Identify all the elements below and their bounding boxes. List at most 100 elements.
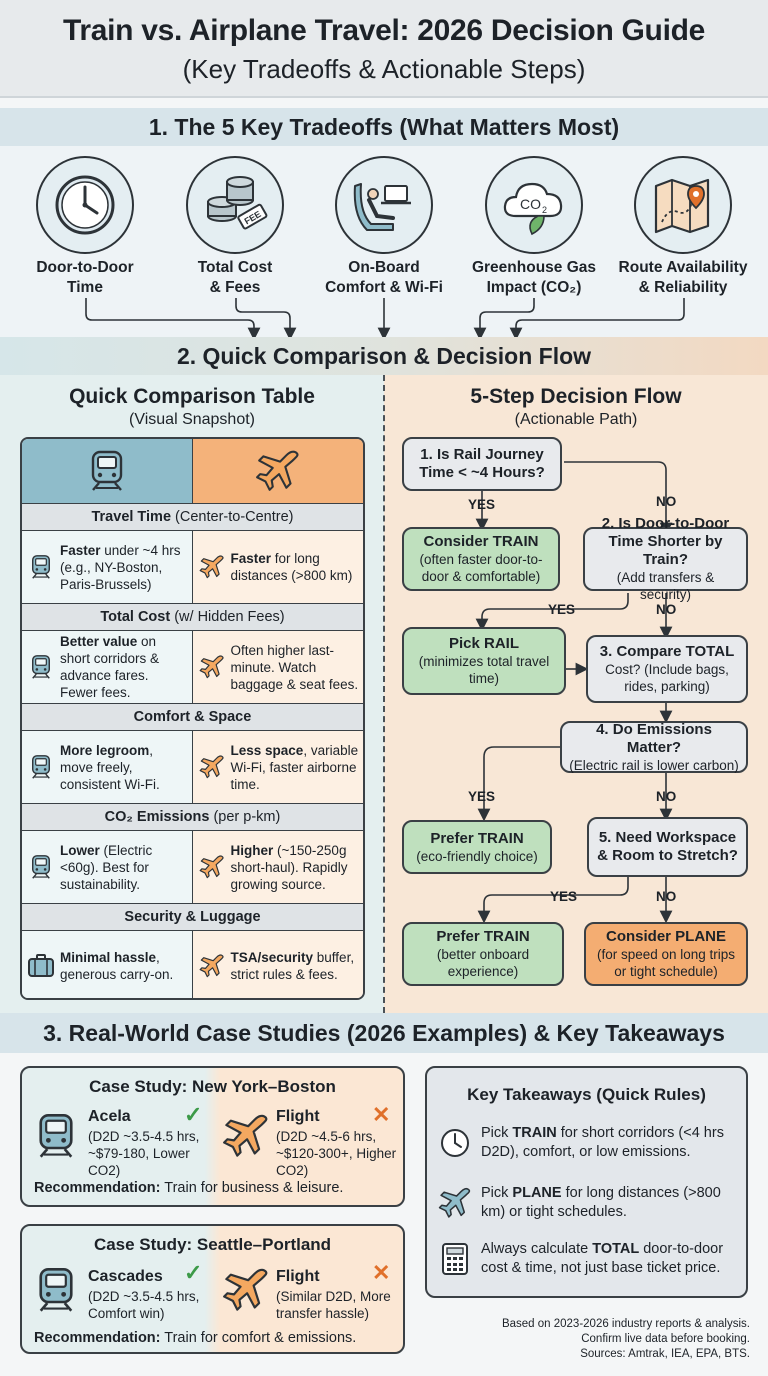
flow-no-label: NO [656, 789, 677, 804]
footnote-line: Sources: Amtrak, IEA, EPA, BTS. [580, 1348, 750, 1360]
plane-cell: Often higher last-minute. Watch baggage … [192, 631, 363, 703]
plane-cell: Less space, variable Wi-Fi, faster airbo… [192, 731, 363, 803]
flow-question-2: 2. Is Door-to-Door Time Shorter by Train… [583, 515, 748, 602]
cross-icon: ✕ [372, 1260, 391, 1285]
tradeoff-label: On-Board Comfort & Wi-Fi [325, 259, 443, 296]
row-heading-travel-time: Travel Time (Center-to-Centre) [22, 503, 363, 531]
plane-header [192, 439, 363, 503]
takeaway-item: Always calculate TOTAL door-to-door cost… [437, 1240, 742, 1278]
flow-no-label: NO [656, 494, 677, 509]
flow-no-label: NO [656, 889, 677, 904]
train-icon [29, 854, 53, 880]
case-study-ny-boston: Case Study: New York–Boston Acela ✓ (D2D… [20, 1066, 405, 1207]
plane-icon [199, 554, 225, 580]
table-subtitle: (Visual Snapshot) [129, 411, 255, 428]
section2-heading: 2. Quick Comparison & Decision Flow [0, 337, 768, 375]
takeaway-item: Pick PLANE for long distances (>800 km) … [437, 1184, 742, 1222]
check-icon: ✓ [184, 1260, 203, 1285]
plane-option-desc: (D2D ~4.5-6 hrs, ~$120-300+, Higher CO2) [276, 1129, 397, 1178]
luggage-icon [28, 953, 54, 977]
comparison-table: Travel Time (Center-to-Centre) Faster un… [20, 437, 365, 1000]
calculator-icon [442, 1243, 468, 1275]
recommendation: Recommendation: Train for comfort & emis… [34, 1330, 357, 1346]
clock-icon [441, 1129, 469, 1157]
train-cell: Minimal hassle, generous carry-on. [22, 931, 193, 998]
case-title: Case Study: New York–Boston [89, 1077, 336, 1096]
flow-subtitle: (Actionable Path) [514, 411, 638, 428]
section1-heading: 1. The 5 Key Tradeoffs (What Matters Mos… [0, 108, 768, 146]
row-heading-security: Security & Luggage [22, 903, 363, 931]
flow-result-pick-rail: Pick RAIL(minimizes total travel time) [402, 627, 566, 695]
footnote-line: Confirm live data before booking. [581, 1333, 750, 1345]
train-option-desc: (D2D ~3.5-4.5 hrs, ~$79-180, Lower CO2) [88, 1129, 200, 1178]
plane-icon [199, 854, 225, 880]
seat-laptop-icon [335, 156, 433, 254]
train-icon [29, 654, 53, 680]
flow-result-prefer-train-onboard: Prefer TRAIN(better onboard experience) [402, 922, 564, 986]
train-icon [29, 554, 53, 580]
plane-option-name: Flight [276, 1268, 320, 1285]
key-takeaways: Key Takeaways (Quick Rules) Pick TRAIN f… [425, 1066, 748, 1298]
train-icon [34, 1266, 78, 1314]
case-study-seattle-portland: Case Study: Seattle–Portland Cascades ✓ … [20, 1224, 405, 1354]
tradeoff-arrows [85, 298, 685, 340]
train-option-name: Acela [88, 1108, 131, 1125]
flow-yes-label: YES [550, 889, 578, 904]
tradeoff-greenhouse: CO 2 Greenhouse Gas Impact (CO₂) [466, 156, 602, 298]
flow-result-prefer-train-eco: Prefer TRAIN(eco-friendly choice) [402, 820, 552, 874]
tradeoff-comfort: On-Board Comfort & Wi-Fi [316, 156, 452, 298]
tradeoff-label: Door-to-Door Time [36, 259, 134, 296]
takeaways-title: Key Takeaways (Quick Rules) [467, 1085, 706, 1104]
table-header [22, 439, 363, 503]
column-divider [383, 375, 385, 1013]
footnote: Based on 2023-2026 industry reports & an… [430, 1317, 750, 1362]
train-header [22, 439, 193, 503]
tradeoff-cost: FEE Total Cost & Fees [167, 156, 303, 298]
train-icon [34, 1112, 78, 1160]
flow-no-label: NO [656, 602, 677, 617]
check-icon: ✓ [184, 1102, 203, 1127]
map-pin-icon [634, 156, 732, 254]
tradeoff-label: Greenhouse Gas Impact (CO₂) [471, 259, 597, 296]
flow-question-4: 4. Do Emissions Matter?(Electric rail is… [560, 721, 748, 773]
train-icon [29, 754, 53, 780]
page-title: Train vs. Airplane Travel: 2026 Decision… [62, 14, 706, 47]
train-option-name: Cascades [88, 1268, 163, 1285]
plane-icon [438, 1187, 471, 1218]
flow-yes-label: YES [548, 602, 576, 617]
tradeoff-route: Route Availability & Reliability [615, 156, 751, 298]
coins-fee-icon: FEE [186, 156, 284, 254]
train-cell: Better value on short corridors & advanc… [22, 631, 193, 703]
plane-cell: Faster for long distances (>800 km) [192, 531, 363, 603]
table-title: Quick Comparison Table [69, 385, 315, 408]
case-title: Case Study: Seattle–Portland [93, 1235, 332, 1254]
clock-icon [36, 156, 134, 254]
title-block: Train vs. Airplane Travel: 2026 Decision… [0, 0, 768, 98]
train-option-desc: (D2D ~3.5-4.5 hrs, Comfort win) [88, 1289, 200, 1321]
flow-result-consider-plane: Consider PLANE(for speed on long trips o… [584, 922, 748, 986]
plane-icon [255, 448, 301, 494]
row-heading-co2: CO₂ Emissions (per p-km) [22, 803, 363, 831]
co2-cloud-icon: CO 2 [485, 156, 583, 254]
cross-icon: ✕ [372, 1102, 391, 1127]
flow-question-1: 1. Is Rail Journey Time < ~4 Hours? [402, 437, 562, 491]
plane-icon [222, 1112, 270, 1160]
footnote-line: Based on 2023-2026 industry reports & an… [501, 1318, 750, 1330]
plane-icon [222, 1266, 270, 1314]
svg-text:2: 2 [542, 205, 547, 215]
flow-yes-label: YES [468, 789, 496, 804]
flow-question-5: 5. Need Workspace & Room to Stretch? [587, 817, 748, 877]
flow-title: 5-Step Decision Flow [470, 385, 682, 408]
tradeoff-label: Total Cost & Fees [197, 259, 273, 296]
takeaway-item: Pick TRAIN for short corridors (<4 hrs D… [437, 1124, 742, 1162]
plane-icon [199, 953, 225, 979]
plane-option-name: Flight [276, 1108, 320, 1125]
train-cell: Lower (Electric <60g). Best for sustaina… [22, 831, 193, 903]
recommendation: Recommendation: Train for business & lei… [34, 1180, 344, 1196]
train-cell: Faster under ~4 hrs (e.g., NY-Boston, Pa… [22, 531, 193, 603]
plane-option-desc: (Similar D2D, More transfer hassle) [276, 1289, 391, 1321]
page-subtitle: (Key Tradeoffs & Actionable Steps) [182, 54, 586, 84]
train-icon [87, 449, 127, 493]
section3-heading: 3. Real-World Case Studies (2026 Example… [0, 1013, 768, 1053]
